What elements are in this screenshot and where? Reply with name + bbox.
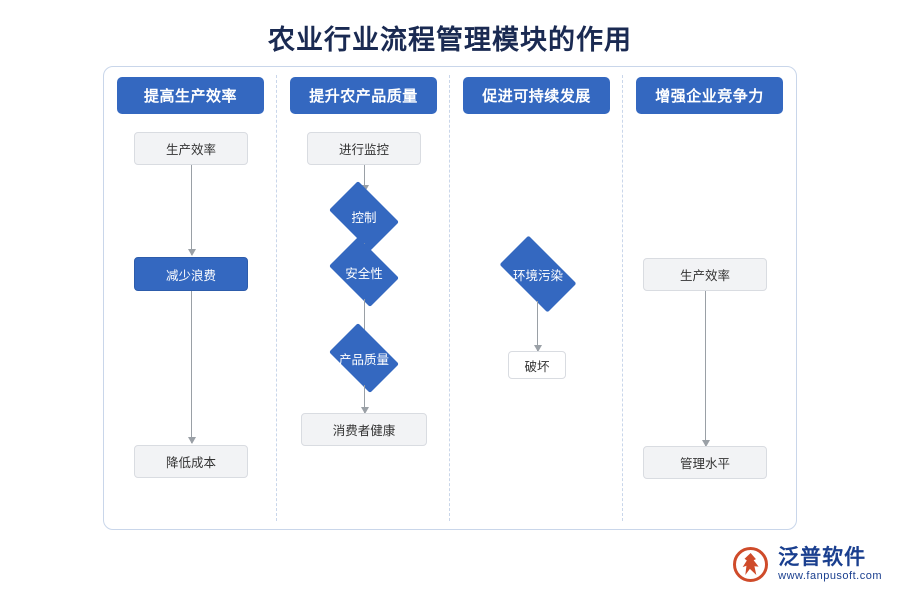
diagram-board: 提高生产效率 生产效率 减少浪费 降低成本 提升农产品质量 进行监控 控制 安全… bbox=[103, 66, 797, 530]
logo-name-cn: 泛普软件 bbox=[778, 545, 867, 569]
logo-name-en: www.fanpusoft.com bbox=[778, 569, 882, 582]
node-shengchanxiaolv-2[interactable]: 生产效率 bbox=[643, 258, 767, 291]
node-jianshaolangfei[interactable]: 减少浪费 bbox=[134, 257, 248, 291]
column-3: 促进可持续发展 环境污染 破坏 bbox=[450, 67, 623, 531]
node-shengchanxiaolv-1[interactable]: 生产效率 bbox=[134, 132, 248, 165]
node-anquanxing[interactable]: 安全性 bbox=[323, 237, 405, 307]
flame-logo-icon bbox=[731, 545, 771, 585]
node-huanjingwuran[interactable]: 环境污染 bbox=[490, 235, 586, 313]
column-header-3: 促进可持续发展 bbox=[463, 77, 610, 114]
node-xiaofeizhejiankang[interactable]: 消费者健康 bbox=[301, 413, 427, 446]
column-divider-1 bbox=[276, 75, 277, 521]
arrow-c3-a bbox=[533, 301, 542, 352]
node-jinxingjiankong[interactable]: 进行监控 bbox=[307, 132, 421, 165]
arrow-c4-a bbox=[701, 291, 710, 447]
column-divider-3 bbox=[622, 75, 623, 521]
page-title: 农业行业流程管理模块的作用 bbox=[268, 25, 632, 55]
column-header-4: 增强企业竞争力 bbox=[636, 77, 783, 114]
arrow-c2-d bbox=[360, 385, 369, 414]
arrow-c1-a bbox=[187, 165, 196, 256]
node-guanlishuiping[interactable]: 管理水平 bbox=[643, 446, 767, 479]
node-kongzhi[interactable]: 控制 bbox=[323, 181, 405, 251]
column-divider-2 bbox=[449, 75, 450, 521]
column-2: 提升农产品质量 进行监控 控制 安全性 产品质量 消费者健康 bbox=[277, 67, 450, 531]
node-chanpinzhiliang[interactable]: 产品质量 bbox=[323, 323, 405, 393]
node-pohuai[interactable]: 破坏 bbox=[508, 351, 566, 379]
logo: 泛普软件 www.fanpusoft.com bbox=[731, 542, 882, 588]
column-header-1: 提高生产效率 bbox=[117, 77, 264, 114]
column-1: 提高生产效率 生产效率 减少浪费 降低成本 bbox=[104, 67, 277, 531]
arrow-c1-b bbox=[187, 291, 196, 444]
column-4: 增强企业竞争力 生产效率 管理水平 bbox=[623, 67, 796, 531]
column-header-2: 提升农产品质量 bbox=[290, 77, 437, 114]
node-jiangdichengben[interactable]: 降低成本 bbox=[134, 445, 248, 478]
